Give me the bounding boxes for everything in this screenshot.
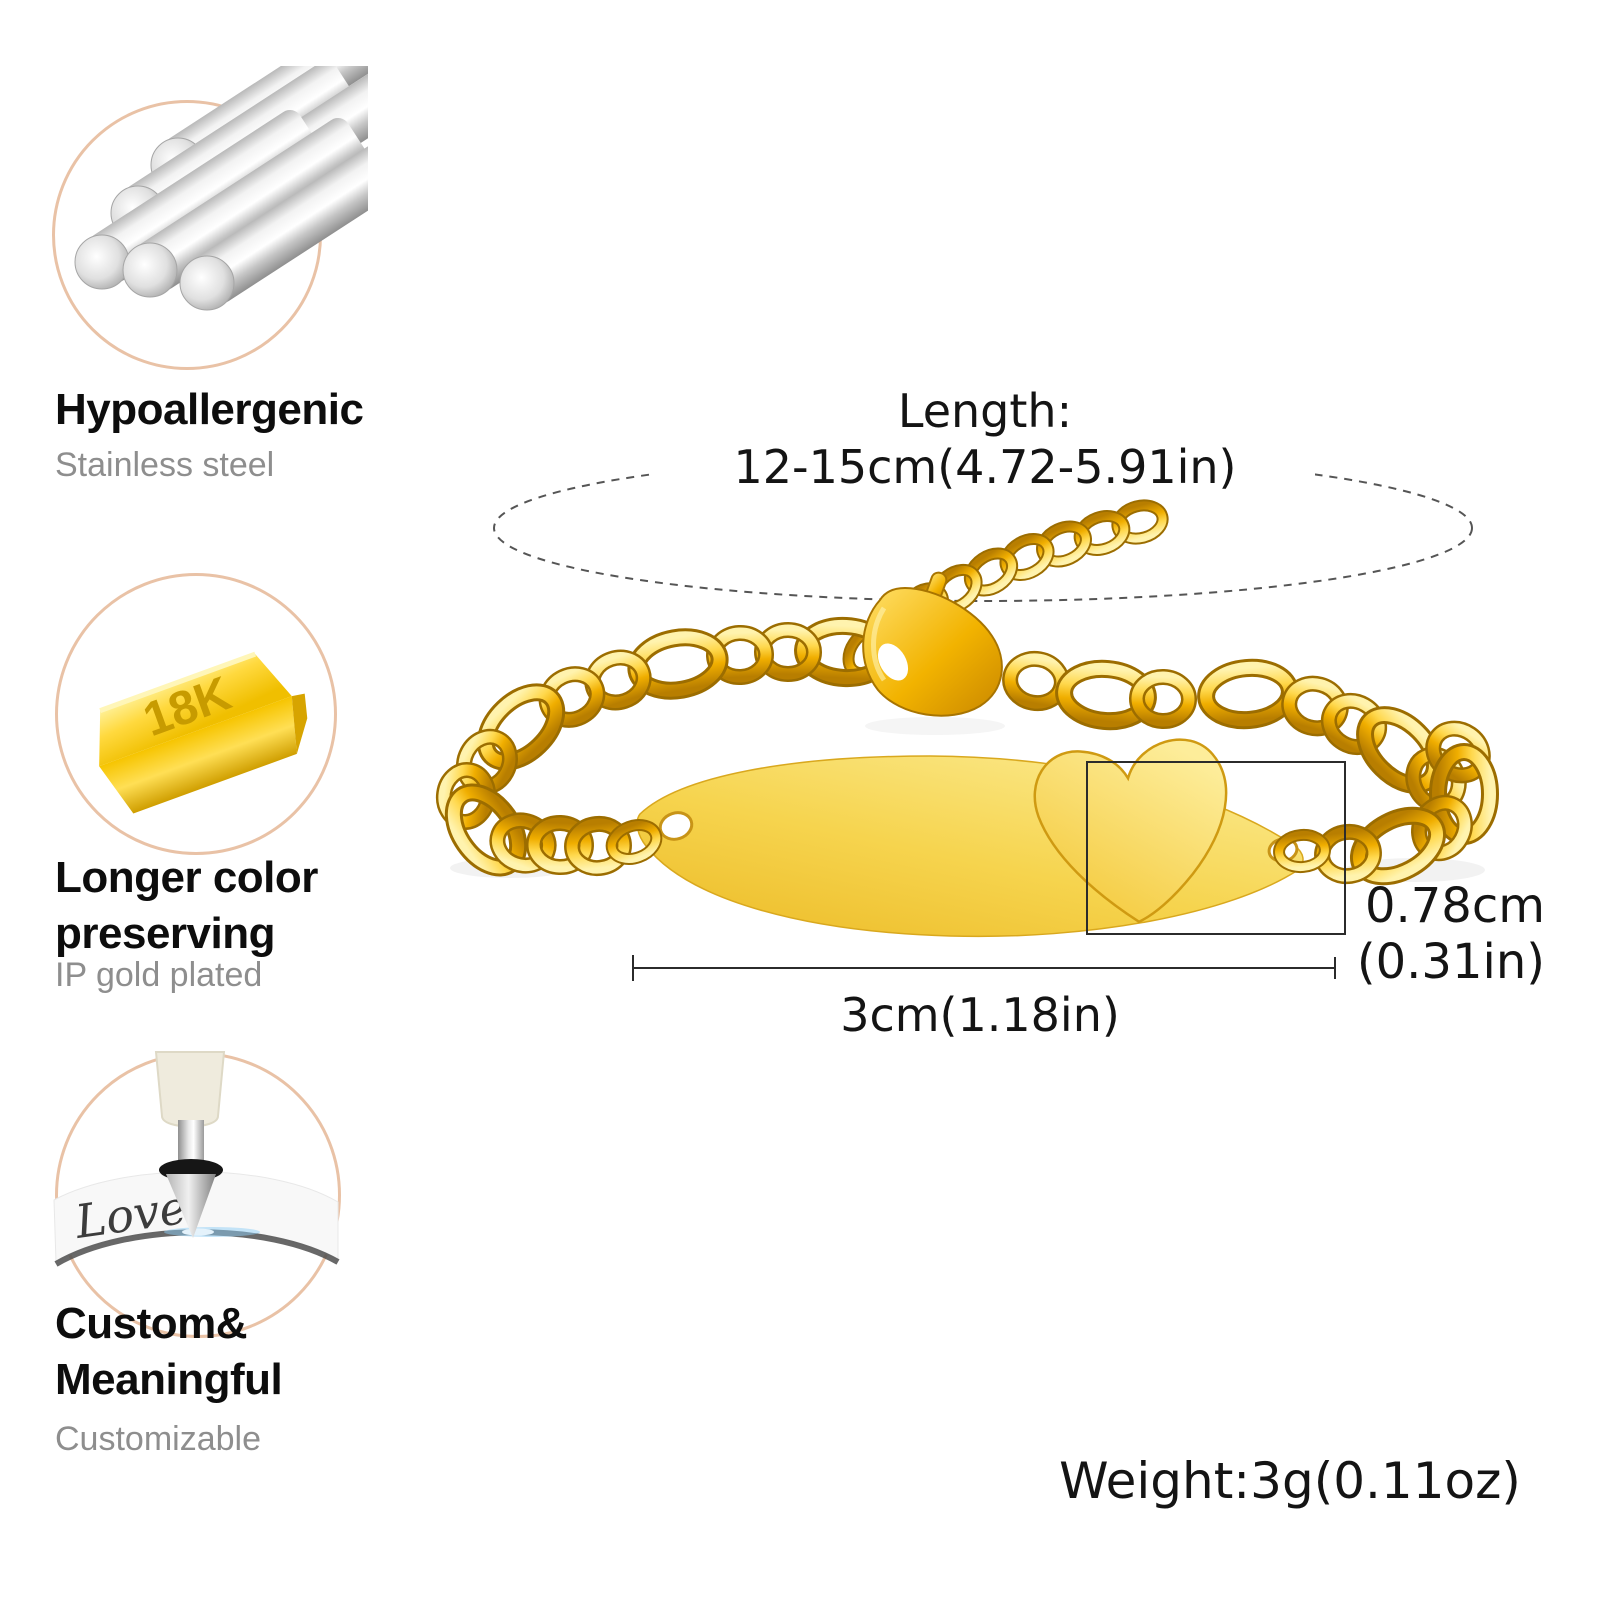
badge-subtitle: Stainless steel <box>55 446 275 484</box>
engraving-tip-icon: Love <box>53 1051 340 1267</box>
height-measure-box <box>1086 761 1346 935</box>
badge-title-line2: preserving <box>55 909 275 958</box>
badge-title-line2: Meaningful <box>55 1355 283 1404</box>
heart-icon <box>1033 738 1228 924</box>
length-dashed-ellipse <box>493 454 1473 602</box>
tool-holder <box>154 1051 226 1128</box>
width-measure-line <box>632 955 1336 981</box>
steel-rod <box>74 109 319 290</box>
tool-cone-tip <box>166 1174 216 1238</box>
height-value-in: (0.31in) <box>1356 934 1545 990</box>
weight-value: Weight:3g(0.11oz) <box>1059 1452 1521 1510</box>
shadow <box>865 717 1005 735</box>
gold-bar-side-face <box>291 693 308 754</box>
badge-title-line1: Custom& <box>55 1299 248 1348</box>
gold-bar-icon: 18K <box>99 651 308 814</box>
width-value: 3cm(1.18in) <box>840 988 1120 1042</box>
lobster-clasp-icon <box>862 571 1003 717</box>
length-label: Length: <box>897 384 1073 438</box>
gold-bar-highlight-edge <box>99 651 257 713</box>
badge-subtitle: IP gold plated <box>55 956 263 994</box>
badge-title: Hypoallergenic <box>55 385 364 434</box>
height-value-cm: 0.78cm <box>1364 878 1545 934</box>
steel-rods-icon <box>74 66 368 311</box>
badge-title-line1: Longer color <box>55 853 318 902</box>
tool-shaft <box>178 1120 204 1166</box>
gold-bar-top-face <box>99 654 292 767</box>
length-value: 12-15cm(4.72-5.91in) <box>655 440 1315 494</box>
gold-bar-front-face <box>99 696 297 814</box>
badge-subtitle: Customizable <box>55 1420 261 1458</box>
steel-rod <box>122 117 367 298</box>
connector-link-right <box>1278 833 1327 869</box>
laser-glint-core <box>182 1228 214 1236</box>
steel-rod <box>179 130 368 311</box>
